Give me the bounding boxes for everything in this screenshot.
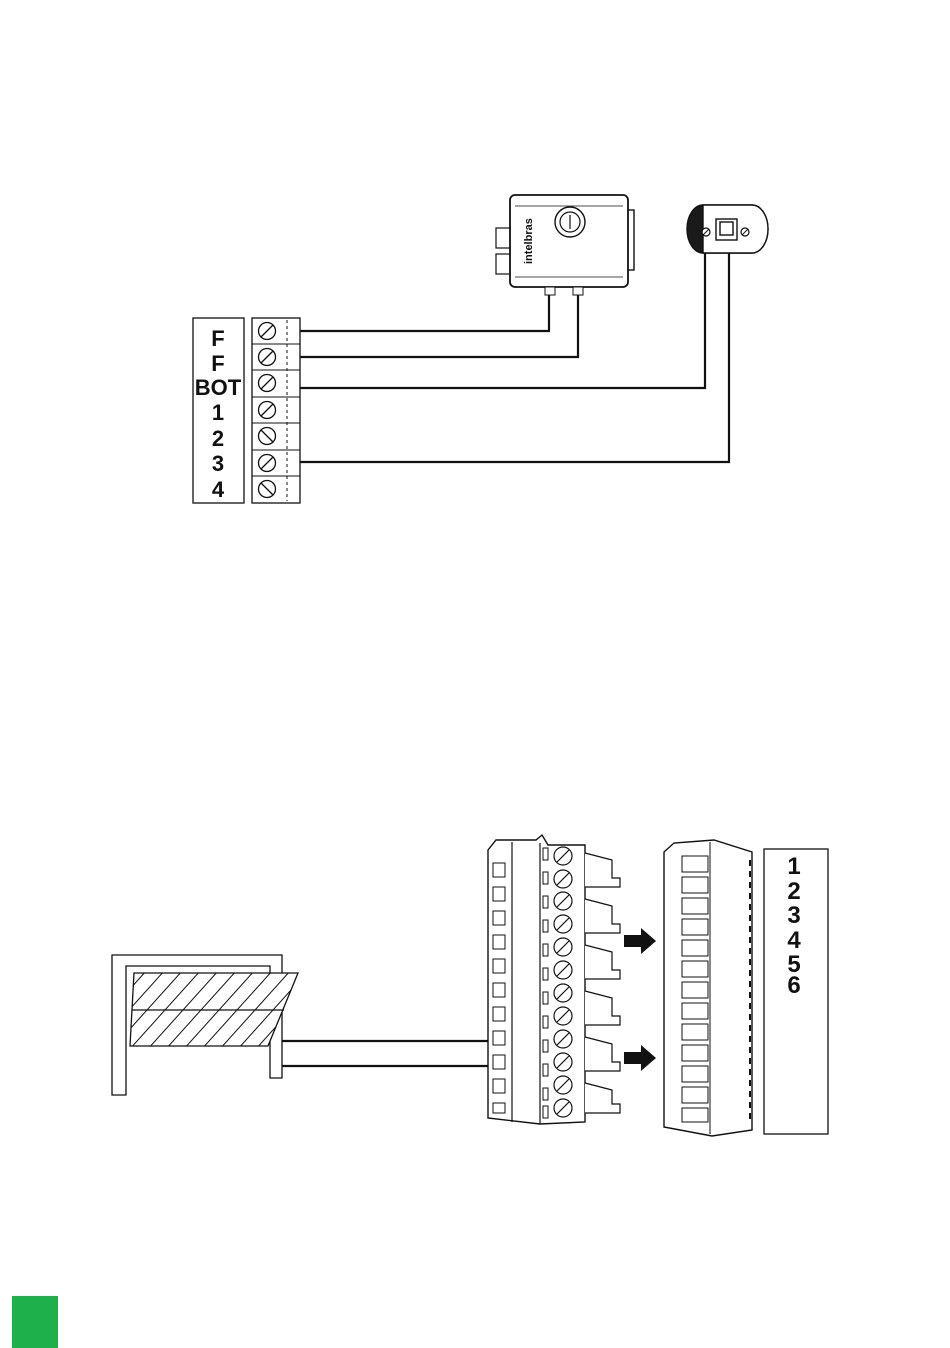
screw-icon xyxy=(554,915,572,933)
terminal-label-3: 3 xyxy=(787,902,800,929)
terminal-label-2: 2 xyxy=(787,878,800,905)
screw-icon xyxy=(554,892,572,910)
button-square-icon xyxy=(716,219,737,240)
terminal-label-list: 1 2 3 4 5 6 xyxy=(787,853,801,999)
lock-brand-logo: intelbras xyxy=(523,218,535,264)
screw-icon xyxy=(259,481,276,498)
gate-wires xyxy=(282,1041,498,1066)
lock-and-button-wiring-diagram: F F BOT 1 2 3 4 xyxy=(193,195,768,503)
arrow-right-icon xyxy=(624,928,656,954)
terminal-label-6: 6 xyxy=(787,972,800,999)
arrow-right-icon xyxy=(624,1045,656,1071)
screw-icon xyxy=(554,1053,572,1071)
screw-icon xyxy=(741,228,749,236)
lock-cylinder-icon xyxy=(555,207,585,237)
screw-icon xyxy=(259,428,276,445)
screw-icon xyxy=(554,870,572,888)
garage-gate xyxy=(66,955,336,1095)
terminal-label-bot: BOT xyxy=(195,375,242,400)
terminal-label-2: 2 xyxy=(212,426,224,451)
terminal-label-3: 3 xyxy=(212,451,224,476)
header-socket xyxy=(664,840,752,1136)
screw-icon xyxy=(554,984,572,1002)
page-tab-marker xyxy=(12,1296,58,1348)
terminal-block xyxy=(252,318,300,503)
screw-icon xyxy=(259,402,276,419)
screw-icon xyxy=(259,349,276,366)
terminal-label-1: 1 xyxy=(212,400,224,425)
screw-icon xyxy=(554,1099,572,1117)
wire-f2 xyxy=(300,295,578,357)
screw-icon xyxy=(554,1030,572,1048)
screw-icon xyxy=(554,961,572,979)
terminal-label-f2: F xyxy=(211,351,224,376)
screw-icon xyxy=(554,1076,572,1094)
screw-icon xyxy=(259,323,276,340)
push-button xyxy=(687,205,768,253)
terminal-label-4: 4 xyxy=(212,477,225,502)
screw-icon xyxy=(554,938,572,956)
gate-wiring-diagram: 1 2 3 4 5 6 xyxy=(66,835,828,1136)
screw-icon xyxy=(259,455,276,472)
screw-icon xyxy=(259,375,276,392)
terminal-label-f1: F xyxy=(211,326,224,351)
screw-icon xyxy=(702,228,710,236)
pluggable-connector xyxy=(488,835,620,1124)
wire-f1 xyxy=(300,295,549,331)
terminal-label-1: 1 xyxy=(787,853,800,880)
terminal-label-list: F F BOT 1 2 3 4 xyxy=(195,326,242,502)
screw-icon xyxy=(554,1007,572,1025)
screw-icon xyxy=(554,847,572,865)
electric-lock: intelbras xyxy=(496,195,634,295)
terminal-label-4: 4 xyxy=(787,927,801,954)
